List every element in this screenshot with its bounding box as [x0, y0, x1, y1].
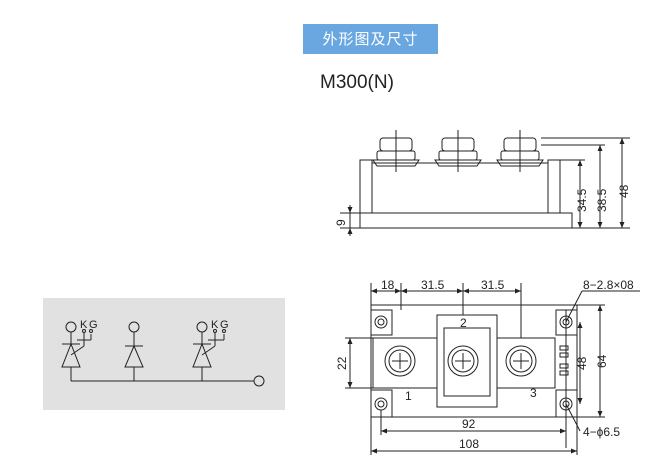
body-right-section [496, 337, 556, 389]
circuit-schematic [61, 321, 265, 387]
dim-hole-spec: 8−2.8×08 [583, 278, 634, 292]
terminal-label-3: 3 [530, 386, 537, 400]
diode-symbol [124, 321, 144, 381]
terminal-screw-left [372, 130, 420, 172]
schematic-panel [43, 298, 285, 410]
gate-pins [559, 345, 569, 376]
dim-38-5: 38.5 [595, 188, 609, 212]
body-left-section [372, 337, 438, 389]
screw-head-1 [384, 345, 416, 377]
dim-9: 9 [334, 219, 348, 226]
k-label-1: K [80, 319, 88, 331]
base-plate-side [359, 212, 573, 229]
screw-head-2 [447, 345, 479, 377]
top-view [345, 283, 640, 455]
g-label-1: G [89, 319, 98, 331]
top-view-arrows [347, 288, 603, 454]
section-title-badge: 外形图及尺寸 [303, 24, 438, 54]
dim-48-top: 48 [575, 356, 589, 370]
g-label-2: G [220, 319, 229, 331]
dim-64: 64 [595, 354, 609, 368]
k-label-2: K [211, 319, 219, 331]
side-view-arrows [347, 138, 625, 234]
body-edge-right [547, 159, 561, 214]
base-plate-top [370, 304, 578, 418]
dim-mount-holes: 4−ϕ6.5 [583, 425, 620, 439]
module-body-side [371, 162, 549, 214]
mounting-hole-tl [371, 309, 393, 336]
terminal-screw-right [496, 130, 544, 172]
dim-48-height: 48 [617, 184, 631, 198]
common-terminal [253, 375, 265, 387]
side-view [340, 130, 630, 236]
dim-92: 92 [462, 417, 476, 431]
dim-31-5-b: 31.5 [481, 278, 505, 292]
body-edge-left [359, 159, 373, 214]
dim-22: 22 [335, 356, 349, 370]
terminal-2-pad [443, 327, 491, 397]
terminal-label-2: 2 [460, 316, 467, 330]
dim-108: 108 [459, 437, 479, 451]
dim-18: 18 [381, 278, 395, 292]
dim-31-5-a: 31.5 [421, 278, 445, 292]
thyristor-1-symbol [61, 321, 93, 381]
screw-head-3 [505, 345, 537, 377]
terminal-label-1: 1 [405, 389, 412, 403]
dim-34-5: 34.5 [575, 188, 589, 212]
model-label: M300(N) [320, 72, 394, 93]
terminal-screw-middle [434, 130, 482, 172]
thyristor-2-symbol [192, 321, 226, 381]
